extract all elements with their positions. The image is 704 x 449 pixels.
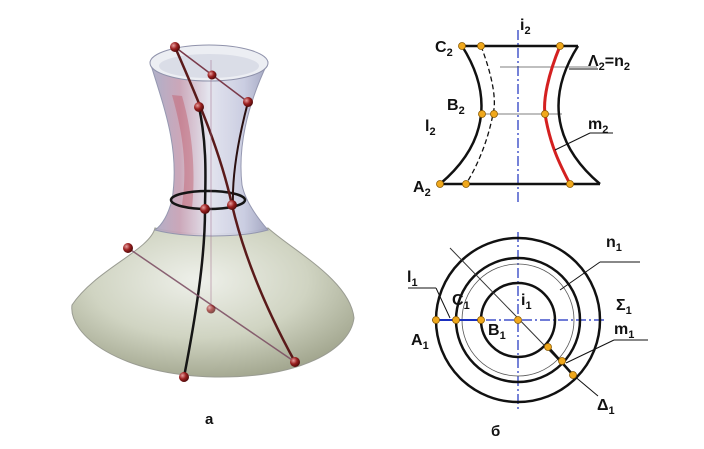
top-point	[477, 316, 485, 324]
top-view-drawing: n1 l1 C1 i1 Σ1 A1 B1 m1 Δ1	[407, 232, 648, 417]
top-point	[558, 357, 566, 365]
label-n1: n1	[606, 234, 622, 254]
front-point	[436, 180, 444, 188]
top-point	[569, 371, 577, 379]
vase-point	[243, 97, 253, 107]
label-sigma1: Σ1	[616, 297, 632, 317]
vase-point	[170, 42, 180, 52]
caption-right: б	[491, 423, 500, 440]
leader-line	[435, 287, 451, 319]
label-a1: A1	[411, 332, 429, 352]
vase-point	[207, 70, 217, 80]
front-point	[566, 180, 574, 188]
label-m2: m2	[588, 116, 608, 136]
front-point	[458, 42, 466, 50]
vase-point	[194, 102, 204, 112]
front-dashed-generatrix	[465, 45, 496, 185]
top-point	[514, 316, 522, 324]
front-point	[462, 180, 470, 188]
label-b1: B1	[488, 322, 506, 342]
leader-line	[572, 374, 599, 397]
front-view-drawing: i2 C2 B2 l2 A2 m2 Λ2=n2	[413, 17, 630, 205]
label-c1: C1	[452, 292, 470, 312]
caption-left: а	[205, 411, 214, 428]
vase-neck-line	[231, 101, 249, 206]
top-point	[544, 343, 552, 351]
front-point	[541, 110, 549, 118]
label-l1: l1	[407, 269, 418, 289]
label-b2: B2	[447, 97, 465, 117]
vase-point	[179, 372, 189, 382]
label-l2: l2	[425, 118, 436, 138]
front-right-contour	[557, 45, 601, 185]
label-a2: A2	[413, 179, 431, 199]
vase-point	[200, 204, 210, 214]
vase-point	[290, 357, 300, 367]
vase-3d-view	[71, 42, 355, 382]
label-c2: C2	[435, 39, 453, 59]
front-point	[490, 110, 498, 118]
vase-point	[123, 243, 133, 253]
label-i2: i2	[520, 17, 531, 37]
front-point	[556, 42, 564, 50]
vase-point	[206, 304, 216, 314]
front-point	[478, 110, 486, 118]
vase-base-surface	[71, 227, 355, 378]
leader-line	[565, 339, 615, 364]
vase-point	[227, 200, 237, 210]
top-point	[432, 316, 440, 324]
label-m1: m1	[614, 321, 634, 341]
vase-neck-shade	[172, 95, 194, 208]
label-delta1: Δ1	[597, 397, 615, 417]
label-i1: i1	[521, 292, 532, 312]
top-point	[452, 316, 460, 324]
label-lambda2-n2: Λ2=n2	[588, 53, 630, 73]
leader-line	[554, 132, 591, 151]
front-point	[477, 42, 485, 50]
leader-line	[559, 261, 601, 291]
